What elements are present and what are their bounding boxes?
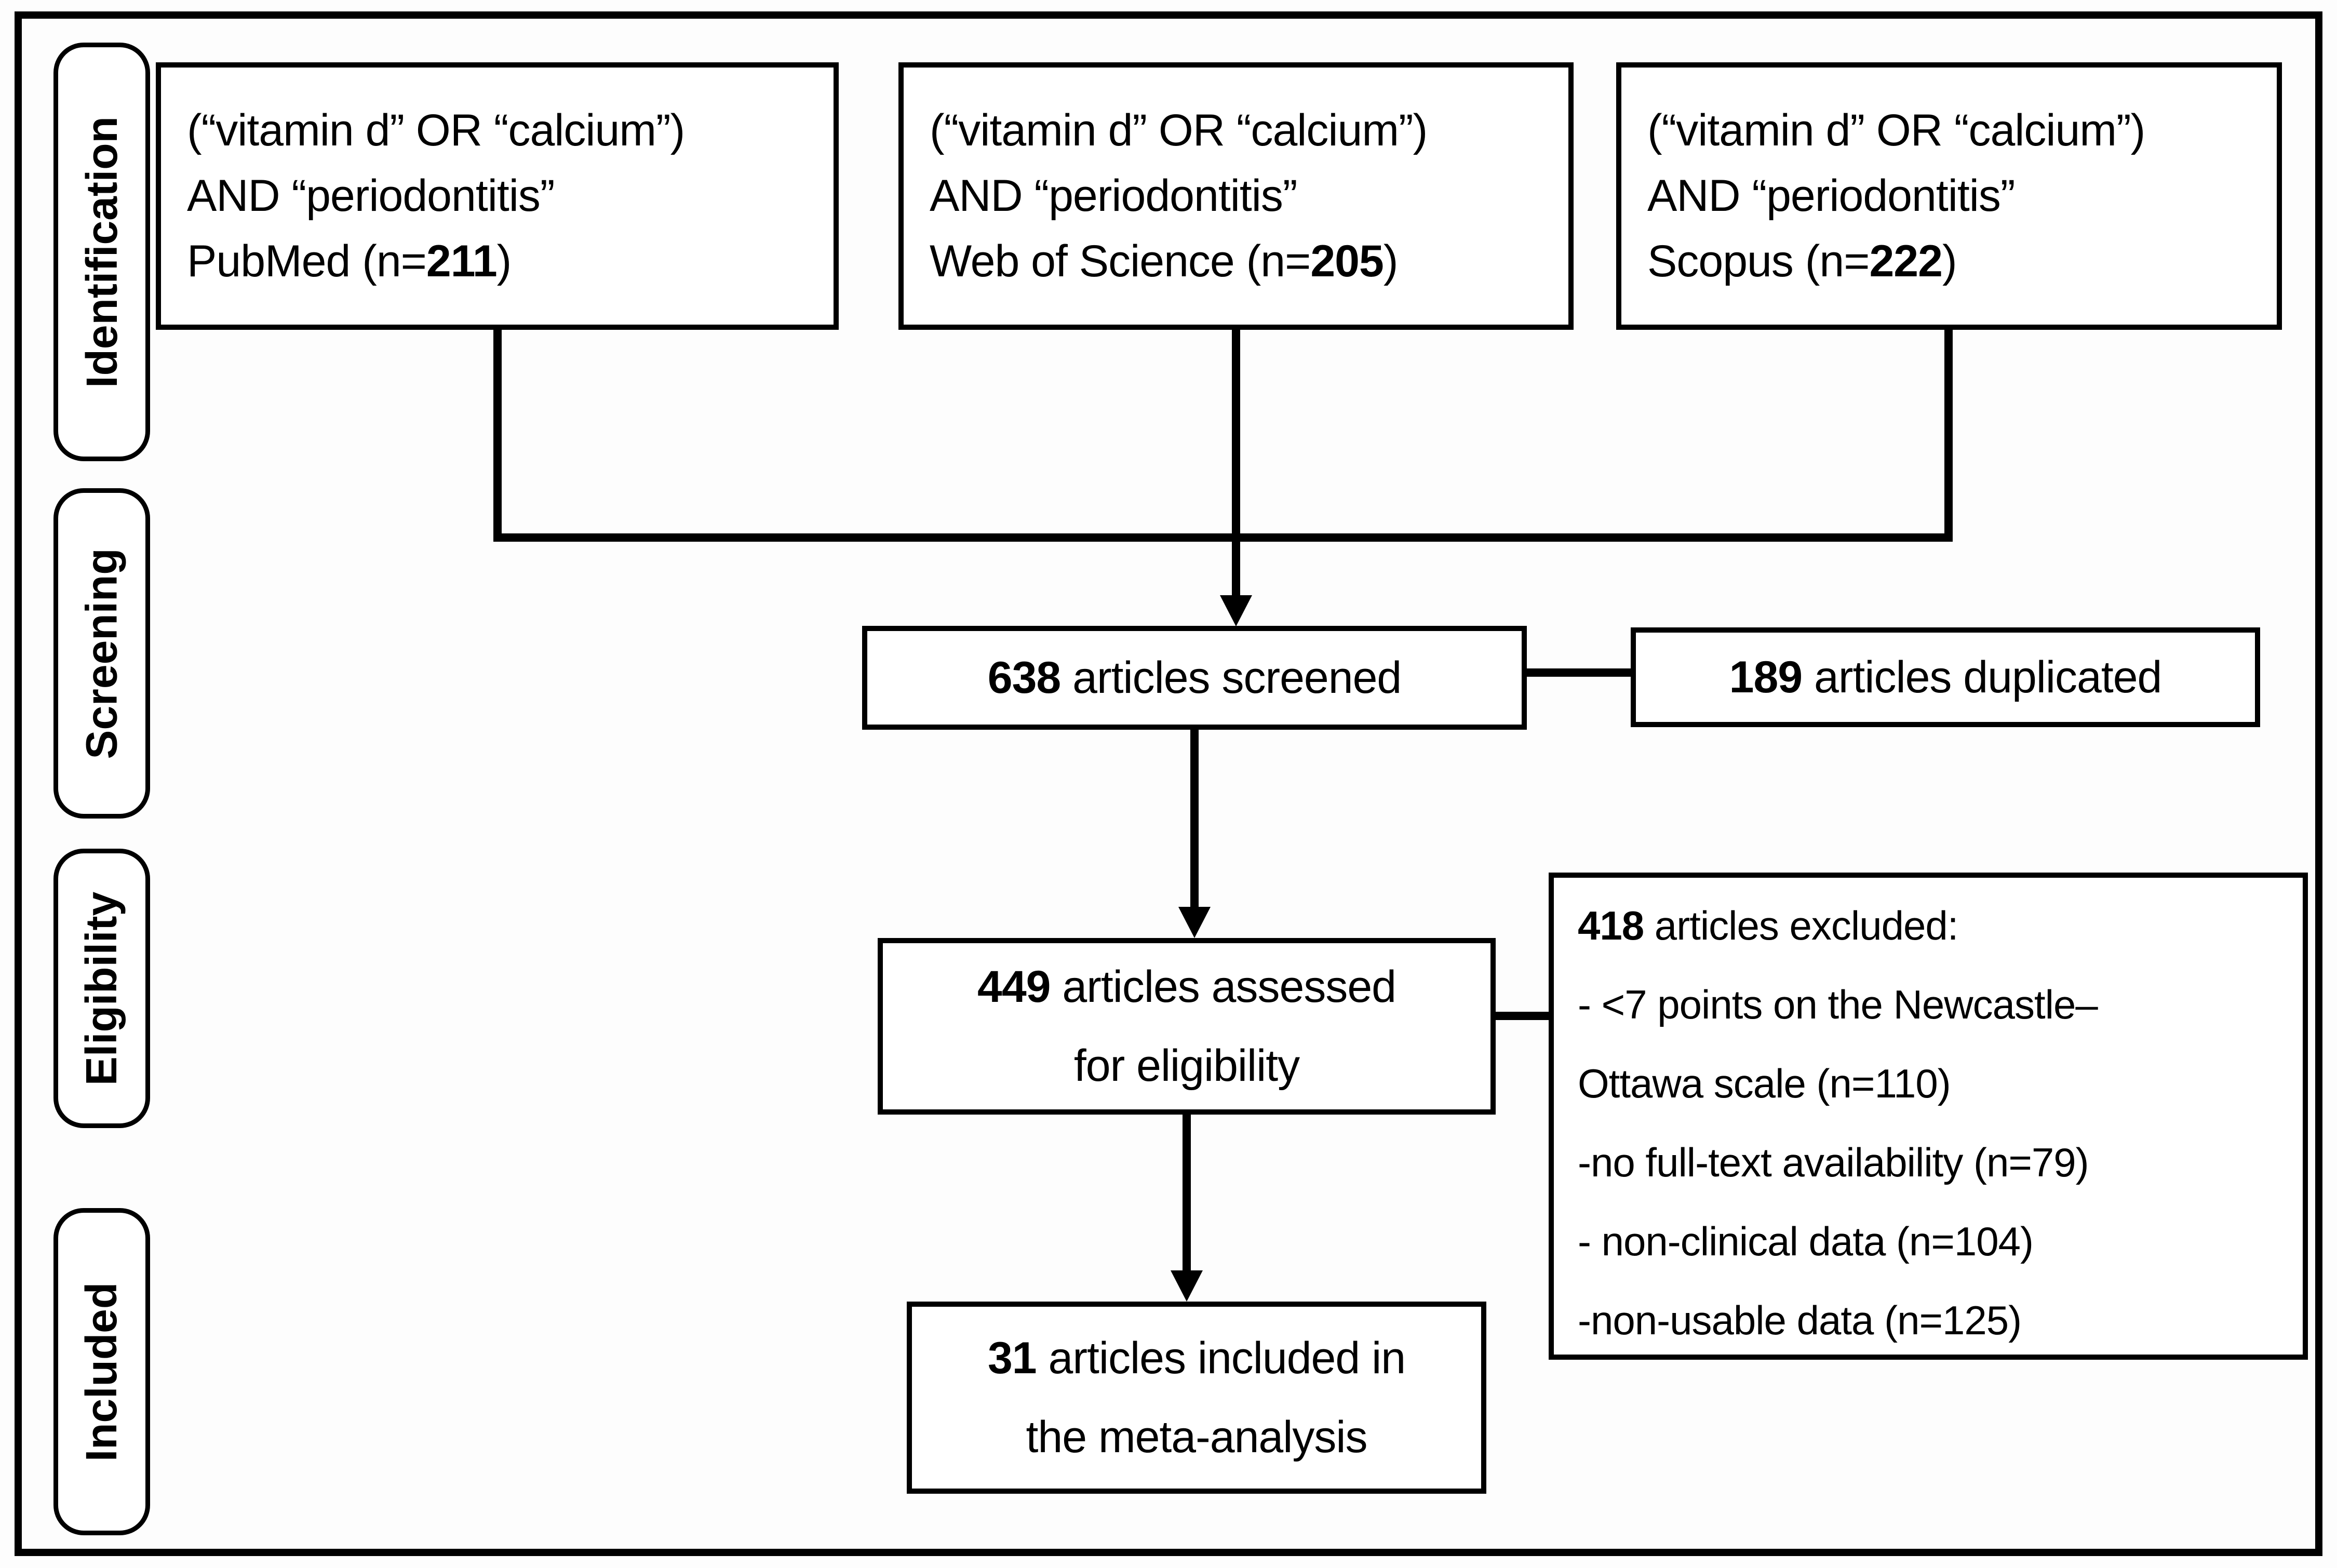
screened-count: 638	[987, 652, 1061, 703]
flow-line-to-duplicated	[1527, 668, 1631, 677]
pubmed-query-line1: (“vitamin d” OR “calcium”)	[187, 105, 685, 155]
scopus-query-line1: (“vitamin d” OR “calcium”)	[1647, 105, 2145, 155]
flow-line-scopus-down	[1944, 327, 1953, 542]
excluded-heading: 418 articles excluded:	[1578, 903, 1958, 948]
assessed-line2: for eligibility	[1073, 1041, 1300, 1091]
flow-line-to-excluded	[1496, 1012, 1549, 1020]
source-box-web-of-science: (“vitamin d” OR “calcium”) AND “periodon…	[898, 62, 1574, 330]
assessed-line1: 449 articles assessed	[977, 962, 1396, 1012]
screened-line: 638 articles screened	[987, 652, 1402, 703]
assessed-box: 449 articles assessed for eligibility	[878, 938, 1496, 1115]
source-box-scopus: (“vitamin d” OR “calcium”) AND “periodon…	[1616, 62, 2282, 330]
duplicated-count: 189	[1729, 652, 1803, 702]
duplicated-box: 189 articles duplicated	[1631, 627, 2260, 727]
stage-included-label: Included	[77, 1282, 126, 1462]
excluded-reason-nonusable: -non-usable data (n=125)	[1578, 1297, 2022, 1343]
pubmed-result-line: PubMed (n=211)	[187, 236, 512, 286]
flow-line-wos-down	[1232, 327, 1240, 597]
excluded-reason-nonclinical: - non-clinical data (n=104)	[1578, 1218, 2034, 1264]
included-box: 31 articles included in the meta-analysi…	[907, 1302, 1486, 1494]
arrow-down-to-included	[1171, 1270, 1203, 1302]
stage-screening-label: Screening	[77, 547, 126, 759]
screened-box: 638 articles screened	[862, 626, 1527, 730]
diagram-outer-border	[15, 11, 2322, 1556]
assessed-count: 449	[977, 962, 1051, 1012]
duplicated-line: 189 articles duplicated	[1729, 652, 2163, 702]
wos-count: 205	[1310, 236, 1384, 286]
pubmed-query-line2: AND “periodontitis”	[187, 171, 555, 221]
scopus-result-line: Scopus (n=222)	[1647, 236, 1957, 286]
stage-identification: Identification	[53, 43, 150, 461]
scopus-query-line2: AND “periodontitis”	[1647, 171, 2015, 221]
included-line1: 31 articles included in	[987, 1333, 1406, 1383]
stage-eligibility-label: Eligibility	[77, 891, 126, 1085]
stage-screening: Screening	[53, 488, 150, 819]
arrow-down-to-assessed	[1178, 907, 1211, 938]
scopus-count: 222	[1869, 236, 1942, 286]
stage-included: Included	[53, 1208, 150, 1535]
arrow-down-to-screened	[1220, 595, 1252, 626]
wos-query-line1: (“vitamin d” OR “calcium”)	[930, 105, 1428, 155]
wos-query-line2: AND “periodontitis”	[930, 171, 1297, 221]
excluded-reason-newcastle-cont: Ottawa scale (n=110)	[1578, 1061, 1951, 1106]
flow-line-pubmed-down	[493, 327, 502, 542]
source-box-pubmed: (“vitamin d” OR “calcium”) AND “periodon…	[156, 62, 839, 330]
excluded-reason-newcastle: - <7 points on the Newcastle–	[1578, 982, 2098, 1027]
flow-line-assessed-down	[1183, 1115, 1191, 1272]
excluded-box: 418 articles excluded: - <7 points on th…	[1549, 873, 2308, 1360]
flow-line-screened-down	[1190, 730, 1199, 909]
excluded-count: 418	[1578, 903, 1644, 948]
stage-identification-label: Identification	[77, 116, 126, 388]
excluded-reason-fulltext: -no full-text availability (n=79)	[1578, 1140, 2089, 1185]
wos-result-line: Web of Science (n=205)	[930, 236, 1398, 286]
flow-line-merge-horizontal	[493, 533, 1953, 542]
stage-eligibility: Eligibility	[53, 849, 150, 1128]
included-line2: the meta-analysis	[1026, 1412, 1368, 1462]
pubmed-count: 211	[426, 236, 498, 286]
included-count: 31	[987, 1333, 1037, 1383]
